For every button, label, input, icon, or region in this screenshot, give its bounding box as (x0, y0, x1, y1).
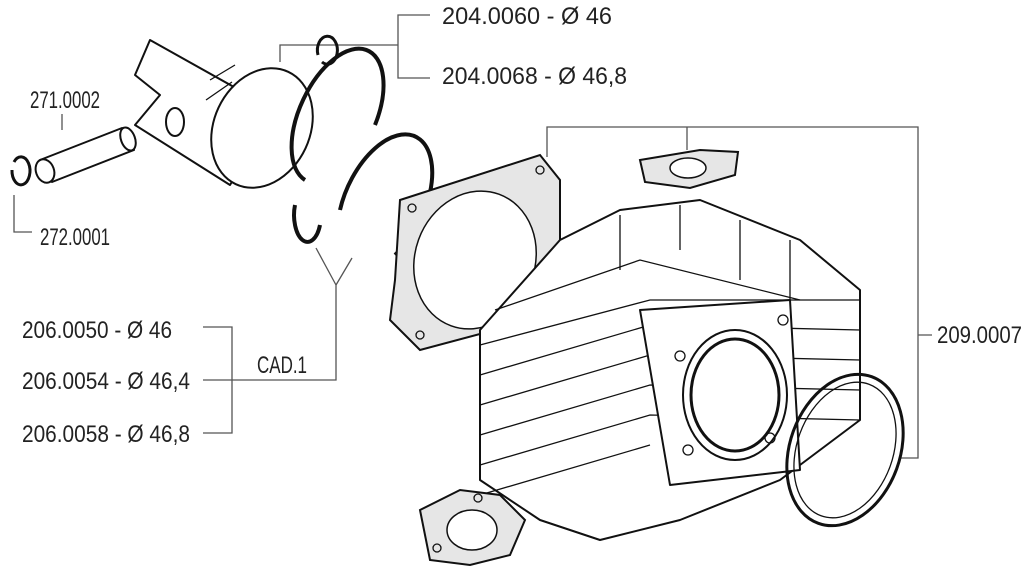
part-label-piston-46: 204.0060 - Ø 46 (442, 3, 612, 30)
part-label-cylinder-kit: 209.0007 (937, 322, 1022, 349)
part-label-ring-46-8: 206.0058 - Ø 46,8 (22, 421, 190, 448)
part-label-piston-pin: 271.0002 (30, 87, 100, 114)
part-label-ring-46: 206.0050 - Ø 46 (22, 317, 172, 344)
piston (134, 39, 314, 189)
part-label-piston-46-8: 204.0068 - Ø 46,8 (442, 63, 627, 90)
exhaust-gasket (638, 148, 740, 190)
leader-lines (13, 14, 932, 459)
intake-gasket (418, 488, 527, 567)
cylinder-o-ring (785, 372, 905, 528)
piston-pin (34, 126, 137, 184)
part-label-ring-46-4: 206.0054 - Ø 46,4 (22, 368, 190, 395)
circlip-left (10, 155, 32, 187)
cylinder (479, 199, 861, 541)
ring-quantity-label: CAD.1 (257, 352, 307, 379)
part-label-circlip: 272.0001 (40, 224, 110, 251)
